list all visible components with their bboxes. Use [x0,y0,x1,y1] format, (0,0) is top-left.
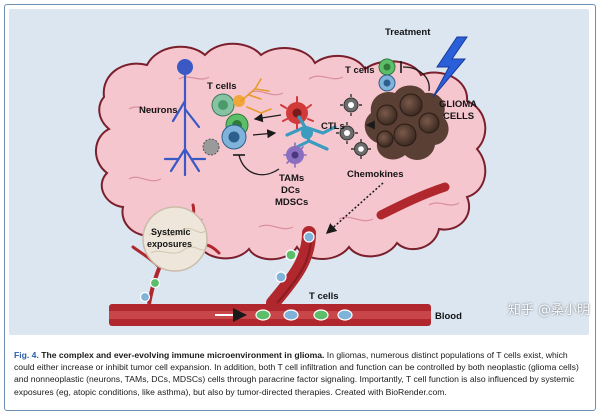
caption-body: In gliomas, numerous distinct population… [14,350,579,397]
t-cells-top [378,58,396,92]
label-chemokines: Chemokines [347,169,404,180]
treatment-lightning-icon [432,36,468,98]
glioma-immune-diagram: Treatment T cells T cells Neurons CTLs G… [95,27,487,326]
label-t-cells-left: T cells [207,81,237,92]
figure-caption: Fig. 4. The complex and ever-evolving im… [14,349,586,398]
label-dcs: DCs [281,185,300,196]
glioma-cells [364,85,449,160]
label-t-cells-blood: T cells [309,291,339,302]
label-blood: Blood [435,311,462,322]
watermark: 知乎 @桑小明 [507,303,590,318]
neuron-cell [163,59,207,177]
arrow-tam-to-tcell [253,113,282,123]
label-neurons: Neurons [139,105,178,116]
dc-cell-teal [285,115,337,151]
label-tams: TAMs [279,173,304,184]
mdsc-cell-purple [283,142,307,168]
dc-cell-body [301,127,313,139]
vessel-branch-right [376,182,450,220]
label-treatment: Treatment [385,27,431,38]
arrow-tcell-to-tam [252,129,277,139]
caption-fig-number: Fig. 4. [14,350,39,360]
vessel-trunk-stripe [276,236,312,304]
label-ctls: CTLs [321,121,345,132]
tam-cell-red [280,96,314,130]
inhibition-curve-top [402,66,430,92]
blood-t-cells [139,231,353,321]
chemokines-arrow [325,182,384,234]
ctl-cells [336,94,371,159]
label-systemic-line2: exposures [147,239,192,249]
systemic-exposures-circle [142,206,208,272]
label-systemic-line1: Systemic [151,227,191,237]
label-t-cells-top: T cells [345,65,375,76]
label-glioma-line1: GLIOMA [439,99,477,110]
inhibition-curve-left [238,154,280,176]
t-cell-cluster [202,93,249,156]
caption-title: The complex and ever-evolving immune mic… [41,350,325,360]
label-mdscs: MDSCs [275,197,308,208]
dendritic-cell-orange [240,78,272,114]
label-glioma-line2: CELLS [443,111,474,122]
